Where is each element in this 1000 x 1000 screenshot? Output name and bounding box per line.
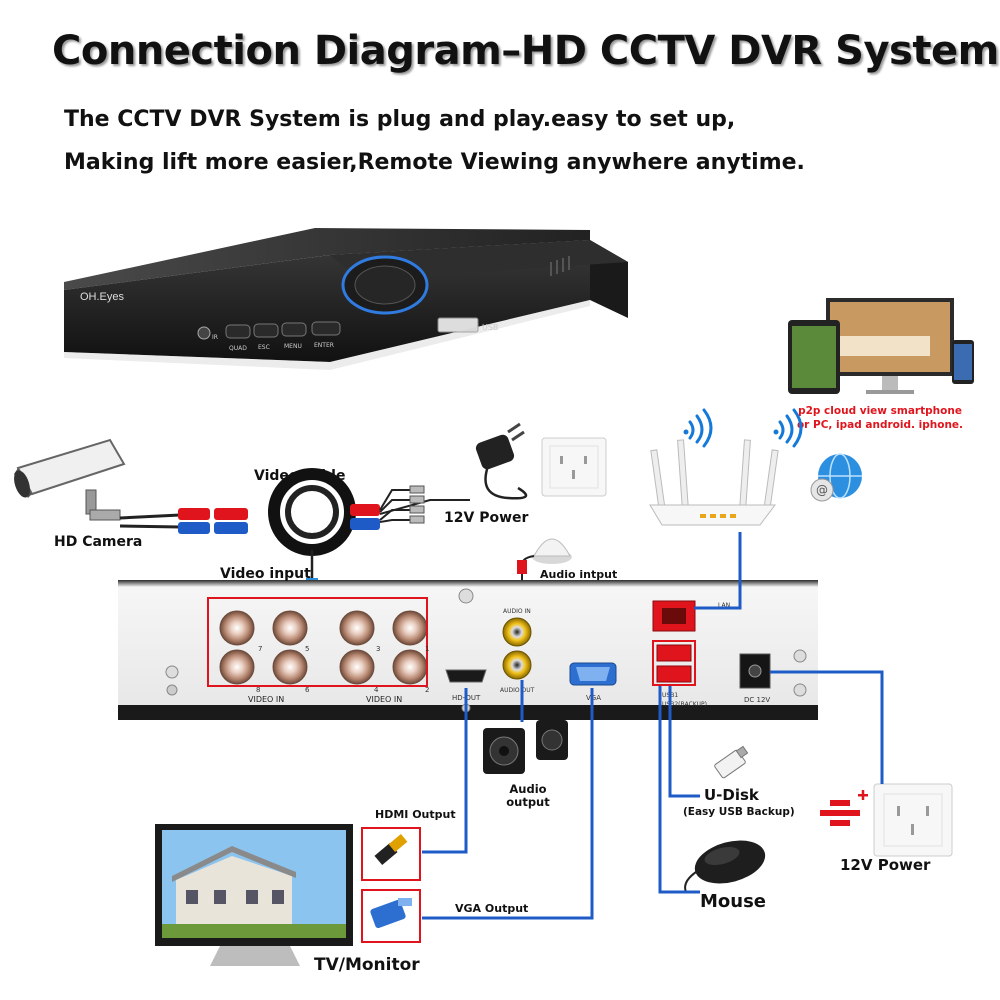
page-title: Connection Diagram–HD CCTV DVR System (52, 28, 999, 74)
svg-text:@: @ (816, 483, 828, 497)
u-disk-icon (714, 745, 749, 779)
bnc-number-7: 7 (258, 645, 262, 653)
usb-port-front (437, 317, 479, 333)
tv-monitor-label: TV/Monitor (314, 955, 420, 975)
subtitle-line-1: The CCTV DVR System is plug and play.eas… (64, 107, 736, 132)
audio-output-label-2: output (506, 795, 550, 809)
power-12v-bottom-label: 12V Power (840, 856, 931, 874)
ir-sensor (197, 326, 211, 340)
mouse-icon (684, 840, 766, 893)
usb-ports (652, 640, 696, 686)
bnc-number-6: 6 (305, 686, 310, 694)
dc-power-port (739, 653, 771, 689)
hdmi-port (445, 669, 487, 683)
menu-label: MENU (284, 343, 302, 350)
p2p-label-2: or PC, ipad android. iphone. (797, 419, 963, 431)
lan-port (652, 600, 696, 632)
bnc-number-4: 4 (374, 686, 379, 694)
esc-button (253, 323, 279, 338)
menu-button (281, 322, 307, 337)
video-input-label: Video input (220, 566, 311, 582)
connection-lines (422, 532, 884, 920)
wifi-signal-icon-dots (683, 429, 779, 435)
esc-label: ESC (258, 344, 270, 351)
wifi-signal-icon (688, 408, 803, 448)
monitor-pc-icon (826, 298, 954, 394)
audio-input-label: Audio intput (540, 568, 618, 581)
vga-port (569, 662, 617, 686)
u-disk-note: (Easy USB Backup) (683, 806, 795, 818)
audio-in-port (502, 617, 532, 647)
lan-label: LAN (718, 602, 730, 609)
tablet-icon (788, 320, 840, 394)
quad-label: QUAD (229, 345, 247, 352)
quad-button (225, 324, 251, 339)
power-adapter-icon (475, 422, 528, 500)
dvr-brand: OH.Eyes (80, 291, 125, 303)
subtitle-line-2: Making lift more easier,Remote Viewing a… (64, 150, 805, 175)
video-in-label-right: VIDEO IN (366, 695, 402, 704)
bnc-number-3: 3 (376, 645, 380, 653)
microphone-icon (517, 538, 572, 608)
video-cable-label: Video cable (254, 468, 346, 484)
audio-output-label-1: Audio (509, 782, 546, 796)
mouse-label: Mouse (700, 891, 767, 912)
wall-socket-icon (541, 437, 607, 497)
audio-out-label: AUDIO OUT (500, 687, 535, 694)
power-symbol-icon (820, 790, 868, 826)
hdmi-output-label: HDMI Output (375, 808, 456, 821)
globe-icon: @ (810, 453, 862, 502)
tv-monitor-icon (155, 824, 353, 966)
vga-label: VGA (586, 694, 601, 702)
bnc-number-8: 8 (256, 686, 260, 694)
u-disk-label: U-Disk (704, 786, 759, 804)
hd-camera-icon (14, 438, 126, 521)
ir-label: IR (212, 334, 218, 341)
enter-label: ENTER (314, 342, 334, 349)
video-input-highlight (207, 597, 428, 687)
usb-label: USB (482, 323, 498, 332)
power-12v-top-label: 12V Power (444, 510, 529, 526)
hd-camera-label: HD Camera (54, 534, 143, 550)
dc12v-label: DC 12V (744, 696, 770, 704)
bnc-number-2: 2 (425, 686, 429, 694)
hdmi-connector-icon (361, 827, 421, 881)
dvr-front-unit (64, 228, 628, 370)
audio-out-port (502, 650, 532, 680)
bnc-number-5: 5 (305, 645, 309, 653)
audio-in-label: AUDIO IN (503, 608, 531, 615)
usb2-label: USB2(BACKUP) (662, 701, 707, 708)
wall-socket-bottom-icon (873, 783, 953, 857)
vga-output-label: VGA Output (455, 902, 529, 915)
p2p-label-1: p2p cloud view smartphone (798, 405, 962, 417)
smartphone-icon (952, 340, 974, 384)
speakers-icon (483, 720, 568, 774)
video-in-label-left: VIDEO IN (248, 695, 284, 704)
wifi-router-icon (649, 439, 779, 526)
enter-button (311, 321, 341, 336)
bnc-number-1: 1 (425, 645, 429, 653)
vga-connector-icon (361, 889, 421, 943)
